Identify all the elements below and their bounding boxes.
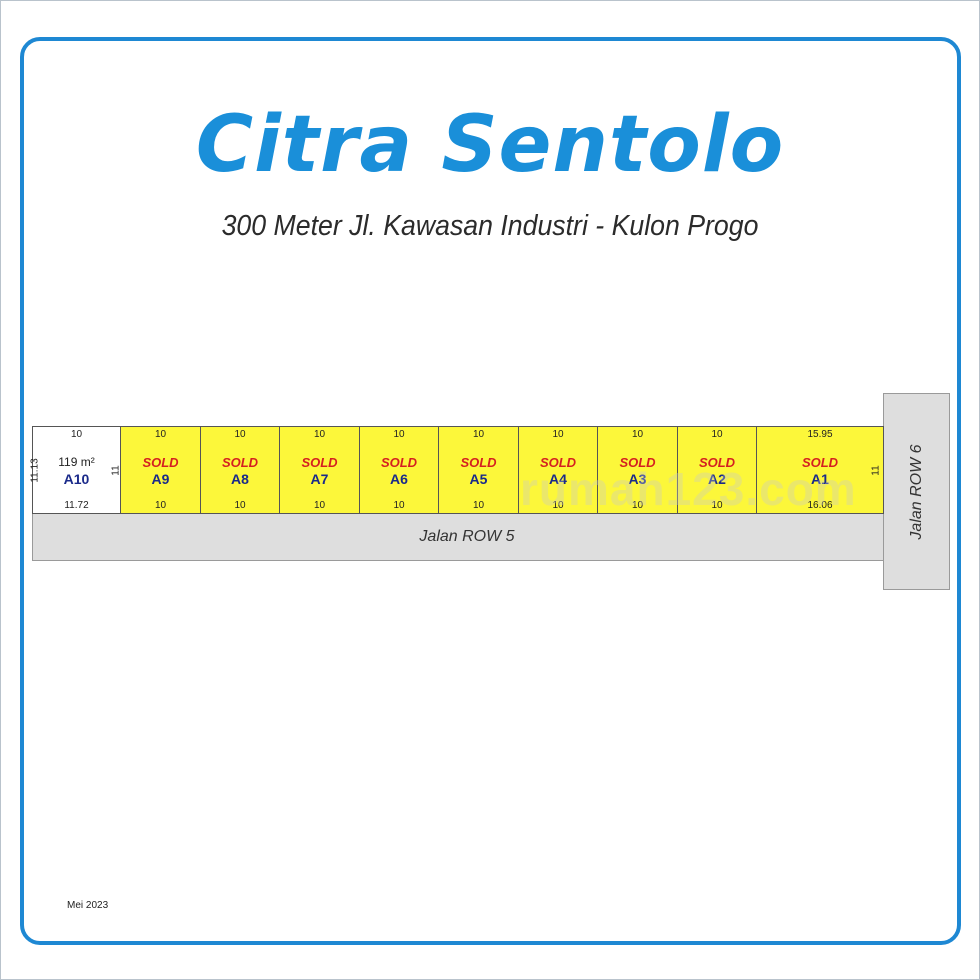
lot-a10-left-dim: 11.13 xyxy=(29,458,41,483)
lot-a4-top-dim: 10 xyxy=(552,429,564,440)
lot-a6-code: A6 xyxy=(390,471,408,487)
lot-a3-bottom-dim: 10 xyxy=(631,500,644,511)
lot-a10-top-dim: 10 xyxy=(70,429,83,440)
lot-a7-status: SOLD xyxy=(301,455,338,470)
lot-a1-status: SOLD xyxy=(801,455,839,470)
lot-a5[interactable]: 10 SOLD A5 10 xyxy=(438,426,519,514)
lot-a3-code: A3 xyxy=(628,471,647,487)
lot-a2[interactable]: 10 SOLD A2 10 xyxy=(677,426,757,514)
lot-a9-top-dim: 10 xyxy=(154,429,167,440)
lot-a7-code: A7 xyxy=(310,471,329,487)
lot-a8[interactable]: 10 SOLD A8 10 xyxy=(200,426,280,514)
lot-a10-area: 119 m² xyxy=(58,455,95,469)
lot-a4-status: SOLD xyxy=(539,455,577,470)
road-row-6: Jalan ROW 6 xyxy=(883,393,950,590)
lot-a6-bottom-dim: 10 xyxy=(393,500,405,511)
lot-a10-code: A10 xyxy=(63,471,90,487)
lot-a8-bottom-dim: 10 xyxy=(234,500,246,511)
lot-a3-status: SOLD xyxy=(619,455,656,470)
page-title: Citra Sentolo xyxy=(195,100,785,190)
lot-a10[interactable]: 10 119 m² A10 11.72 11.13 11 xyxy=(29,426,122,514)
lot-a3-top-dim: 10 xyxy=(631,429,644,440)
lot-a4-bottom-dim: 10 xyxy=(552,500,564,511)
lot-a7[interactable]: 10 SOLD A7 10 xyxy=(279,426,360,514)
lot-a3[interactable]: 10 SOLD A3 10 xyxy=(597,426,678,514)
lot-a1-bottom-dim: 16.06 xyxy=(807,500,833,511)
lot-a5-bottom-dim: 10 xyxy=(472,500,485,511)
lot-a5-top-dim: 10 xyxy=(472,429,485,440)
lot-a5-code: A5 xyxy=(469,471,488,487)
lot-a2-code: A2 xyxy=(708,471,726,487)
lot-a8-status: SOLD xyxy=(221,455,259,470)
lot-a5-status: SOLD xyxy=(460,455,497,470)
page-subtitle: 300 Meter Jl. Kawasan Industri - Kulon P… xyxy=(221,210,759,242)
lot-a7-bottom-dim: 10 xyxy=(313,500,326,511)
lot-a6-top-dim: 10 xyxy=(393,429,405,440)
lot-a9[interactable]: 10 SOLD A9 10 xyxy=(120,426,201,514)
lot-a9-bottom-dim: 10 xyxy=(154,500,167,511)
lot-a8-code: A8 xyxy=(231,471,249,487)
lot-a10-bottom-dim: 11.72 xyxy=(64,500,89,511)
road-row-6-label: Jalan ROW 6 xyxy=(907,443,925,540)
lot-a2-status: SOLD xyxy=(698,455,736,470)
lot-a6[interactable]: 10 SOLD A6 10 xyxy=(359,426,439,514)
lot-a1-right-dim: 11 xyxy=(870,465,882,476)
lot-a4-code: A4 xyxy=(549,471,567,487)
lot-a8-top-dim: 10 xyxy=(234,429,246,440)
lot-a4[interactable]: 10 SOLD A4 10 xyxy=(518,426,598,514)
road-row-5-label: Jalan ROW 5 xyxy=(419,528,515,545)
lot-a9-code: A9 xyxy=(151,471,170,487)
lot-a1-top-dim: 15.95 xyxy=(807,429,833,440)
lot-a2-bottom-dim: 10 xyxy=(711,500,723,511)
road-row-5: Jalan ROW 5 xyxy=(32,513,902,561)
lot-a1-code: A1 xyxy=(811,471,829,487)
lot-a2-top-dim: 10 xyxy=(711,429,723,440)
lot-a6-status: SOLD xyxy=(380,455,418,470)
lot-a1[interactable]: 15.95 SOLD A1 16.06 11 xyxy=(756,426,884,514)
lot-a9-status: SOLD xyxy=(142,455,179,470)
lot-a7-top-dim: 10 xyxy=(313,429,326,440)
date-label: Mei 2023 xyxy=(67,900,109,911)
